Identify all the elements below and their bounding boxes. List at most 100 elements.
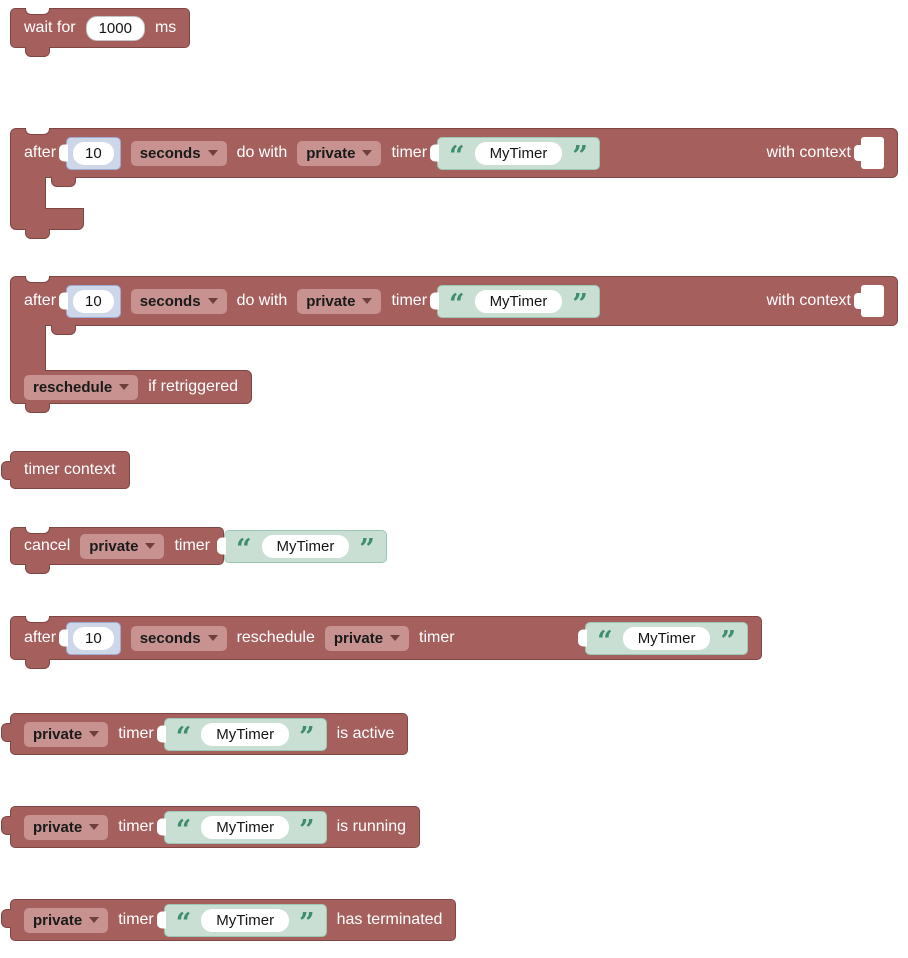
do-with-label: do with bbox=[236, 144, 288, 161]
value-socket-tab bbox=[156, 911, 166, 929]
timer-name-shadow-block[interactable]: “ MyTimer ” bbox=[430, 284, 600, 320]
chevron-down-icon bbox=[89, 917, 100, 923]
timer-name-field[interactable]: MyTimer bbox=[622, 626, 711, 650]
scope-dropdown[interactable]: private bbox=[297, 288, 382, 314]
close-quote-icon: ” bbox=[299, 908, 315, 939]
block-cancel-timer[interactable]: cancel private timer “ MyTimer ” bbox=[10, 527, 387, 574]
time-unit-value: seconds bbox=[139, 292, 201, 310]
block-after-timer-do-with-reschedule[interactable]: after 10 seconds do with private timer “… bbox=[10, 276, 898, 413]
previous-connection-notch bbox=[25, 276, 50, 283]
timer-name-field[interactable]: MyTimer bbox=[201, 815, 290, 839]
wait-for-label: wait for bbox=[24, 19, 76, 36]
timer-name-field[interactable]: MyTimer bbox=[261, 534, 350, 558]
context-value-socket[interactable] bbox=[854, 285, 884, 317]
timer-name-field[interactable]: MyTimer bbox=[201, 908, 290, 932]
delay-shadow-block[interactable]: 10 bbox=[59, 284, 121, 318]
scope-dropdown[interactable]: private bbox=[324, 625, 410, 651]
value-socket-tab bbox=[430, 144, 440, 162]
wait-ms-field[interactable]: 1000 bbox=[85, 15, 145, 41]
value-socket-tab bbox=[156, 725, 166, 743]
time-unit-dropdown[interactable]: seconds bbox=[130, 140, 227, 166]
block-timer-is-active[interactable]: private timer “ MyTimer ” is active bbox=[1, 713, 409, 755]
block-wait-for-ms[interactable]: wait for 1000 ms bbox=[10, 8, 191, 57]
has-terminated-body[interactable]: private timer “ MyTimer ” has terminated bbox=[1, 899, 457, 941]
chevron-down-icon bbox=[207, 635, 218, 641]
chevron-down-icon bbox=[89, 824, 100, 830]
timer-label: timer bbox=[391, 144, 428, 161]
scope-value: private bbox=[333, 629, 384, 647]
timer-name-field[interactable]: MyTimer bbox=[201, 722, 290, 746]
timer-label: timer bbox=[118, 911, 154, 928]
scope-dropdown[interactable]: private bbox=[297, 140, 382, 166]
value-socket-tab bbox=[430, 292, 440, 310]
seam-patch bbox=[11, 176, 45, 180]
timer-context-body[interactable]: timer context bbox=[1, 451, 130, 489]
retrigger-mode-value: reschedule bbox=[33, 378, 113, 396]
after-label: after bbox=[24, 629, 57, 646]
context-value-socket[interactable] bbox=[854, 137, 884, 169]
time-unit-value: seconds bbox=[139, 144, 201, 162]
timer-name-field[interactable]: MyTimer bbox=[474, 141, 563, 165]
block-after-reschedule-timer[interactable]: after 10 seconds reschedule private time… bbox=[10, 616, 762, 669]
scope-dropdown[interactable]: private bbox=[24, 721, 109, 747]
c-block-left-arm bbox=[10, 326, 46, 370]
output-connection-tab bbox=[1, 461, 11, 480]
after-label: after bbox=[24, 144, 57, 161]
wait-block-body[interactable]: wait for 1000 ms bbox=[10, 8, 191, 57]
previous-connection-notch bbox=[25, 527, 50, 534]
delay-field[interactable]: 10 bbox=[73, 141, 114, 165]
retrigger-mode-dropdown[interactable]: reschedule bbox=[24, 374, 139, 400]
reschedule-block-body[interactable]: after 10 seconds reschedule private time… bbox=[10, 616, 762, 669]
timer-label: timer bbox=[419, 629, 455, 646]
chevron-down-icon bbox=[362, 298, 373, 304]
chevron-down-icon bbox=[119, 384, 130, 390]
timer-name-shadow-block[interactable]: “ MyTimer ” bbox=[156, 903, 327, 939]
open-quote-icon: “ bbox=[449, 289, 465, 320]
delay-field[interactable]: 10 bbox=[73, 626, 114, 650]
ms-label: ms bbox=[154, 19, 177, 36]
timer-name-shadow-block[interactable]: “ MyTimer ” bbox=[156, 810, 327, 846]
block-timer-is-running[interactable]: private timer “ MyTimer ” is running bbox=[1, 806, 420, 848]
scope-value: private bbox=[33, 818, 83, 836]
scope-dropdown[interactable]: private bbox=[24, 907, 109, 933]
statement-input-notch bbox=[51, 325, 76, 335]
close-quote-icon: ” bbox=[359, 534, 375, 565]
block-after-timer-do-with[interactable]: after 10 seconds do with private timer “… bbox=[10, 128, 898, 239]
open-quote-icon: “ bbox=[175, 815, 192, 846]
do-with-label: do with bbox=[236, 292, 288, 309]
statement-input-notch bbox=[51, 177, 76, 187]
previous-connection-notch bbox=[25, 8, 50, 15]
delay-shadow-block[interactable]: 10 bbox=[59, 621, 121, 655]
empty-socket-tab bbox=[854, 293, 862, 309]
value-socket-tab bbox=[578, 629, 588, 647]
time-unit-dropdown[interactable]: seconds bbox=[130, 625, 227, 651]
is-active-body[interactable]: private timer “ MyTimer ” is active bbox=[1, 713, 409, 755]
previous-connection-notch bbox=[25, 616, 50, 623]
block-timer-context[interactable]: timer context bbox=[1, 451, 130, 489]
timer-name-shadow-block[interactable]: “ MyTimer ” bbox=[578, 621, 748, 655]
timer-name-field[interactable]: MyTimer bbox=[474, 289, 563, 313]
close-quote-icon: ” bbox=[299, 815, 315, 846]
scope-dropdown[interactable]: private bbox=[80, 533, 165, 559]
output-connection-tab bbox=[1, 816, 11, 835]
chevron-down-icon bbox=[207, 150, 218, 156]
delay-shadow-block[interactable]: 10 bbox=[59, 136, 121, 170]
timer-name-shadow-block[interactable]: “ MyTimer ” bbox=[217, 529, 387, 565]
scope-dropdown[interactable]: private bbox=[24, 814, 109, 840]
value-socket-tab bbox=[59, 144, 69, 162]
next-connection-tab bbox=[25, 47, 50, 57]
reschedule-label: reschedule bbox=[236, 629, 315, 646]
timer-name-shadow-block[interactable]: “ MyTimer ” bbox=[430, 136, 600, 170]
close-quote-icon: ” bbox=[299, 722, 315, 753]
is-running-body[interactable]: private timer “ MyTimer ” is running bbox=[1, 806, 420, 848]
timer-name-shadow-block[interactable]: “ MyTimer ” bbox=[156, 717, 327, 753]
block-timer-has-terminated[interactable]: private timer “ MyTimer ” has terminated bbox=[1, 899, 457, 941]
open-quote-icon: “ bbox=[175, 908, 192, 939]
open-quote-icon: “ bbox=[175, 722, 192, 753]
scope-value: private bbox=[33, 725, 83, 743]
cancel-block-body[interactable]: cancel private timer bbox=[10, 527, 225, 574]
chevron-down-icon bbox=[145, 543, 156, 549]
time-unit-value: seconds bbox=[139, 629, 201, 647]
time-unit-dropdown[interactable]: seconds bbox=[130, 288, 227, 314]
delay-field[interactable]: 10 bbox=[73, 289, 114, 313]
